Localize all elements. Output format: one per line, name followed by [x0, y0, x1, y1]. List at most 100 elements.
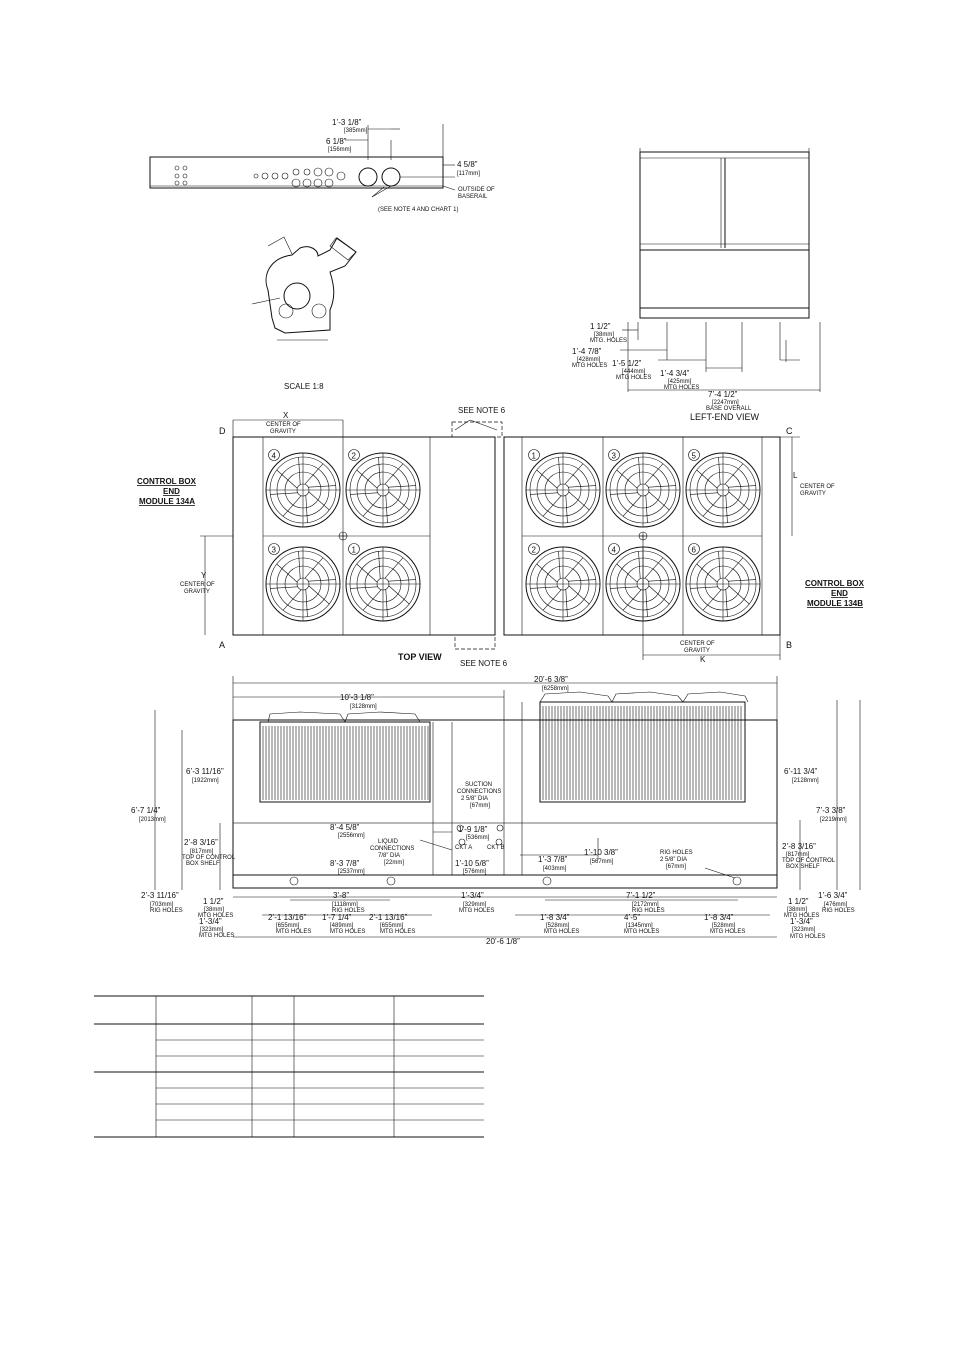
baserail-label: BASERAIL [458, 194, 488, 200]
top-view-title: TOP VIEW [398, 652, 442, 662]
d-8-3-mm: [2537mm] [338, 869, 365, 875]
b-1-7: 1’-7 1/4” [322, 913, 352, 922]
ckt-b: CKT B [487, 845, 505, 851]
fan-left-top-4: 4 [265, 449, 341, 528]
b-2-1-b-l: MTG HOLES [380, 929, 415, 935]
fan-number: 1 [532, 452, 537, 461]
suction-mm: [67mm] [470, 803, 490, 809]
side-view [154, 676, 861, 938]
fan-left-bottom-3: 3 [265, 543, 341, 622]
fan-number: 3 [612, 452, 617, 461]
b-4-5-mm: [1345mm] [626, 923, 653, 929]
d-1-10-3-8: 1’-10 3/8” [584, 848, 618, 857]
overall-top: 20’-6 3/8” [534, 675, 568, 684]
fan-right-top-1: 1 [525, 449, 601, 528]
b-r-1-3-4: 1’-3/4” [790, 917, 813, 926]
b-1-8-b: 1’-8 3/4” [704, 913, 734, 922]
rig-mm: [67mm] [666, 864, 686, 870]
le-d3l: MTG HOLES [616, 375, 651, 381]
see-note-6-bottom: SEE NOTE 6 [460, 659, 508, 668]
b-1-3-3-4-mm: [323mm] [200, 927, 224, 933]
d-8-4-mm: [2556mm] [338, 833, 365, 839]
fan-number-circle [348, 543, 360, 555]
d-1-3-7-8: 1’-3 7/8” [538, 855, 568, 864]
shelf-left: 2’-8 3/16” [184, 838, 218, 847]
liquid-1: LIQUID [378, 839, 399, 845]
l-cg-2: GRAVITY [800, 491, 826, 497]
panel-detail [149, 124, 456, 198]
liquid-3: 7/8” DIA [378, 853, 400, 859]
fan-number: 3 [272, 546, 277, 555]
l-cg-1: CENTER OF [800, 484, 835, 490]
h-right: 7’-3 3/8” [816, 806, 846, 815]
see-note-6-top: SEE NOTE 6 [458, 406, 506, 415]
k-cg-2: GRAVITY [684, 648, 710, 654]
b-r-1-1-2-l: MTG HOLES [784, 913, 819, 919]
fan-number-circle [528, 449, 540, 461]
fan-number: 4 [272, 452, 277, 461]
le-d4: 1’-4 3/4” [660, 369, 690, 378]
coil-fins [262, 706, 742, 800]
b-1-1-2-mm: [38mm] [204, 907, 224, 913]
liquid-mm: [22mm] [384, 860, 404, 866]
outside-of-label: OUTSIDE OF [458, 187, 495, 193]
fan-number: 4 [612, 546, 617, 555]
b-2-1-a-mm: [655mm] [276, 923, 300, 929]
y-cg-2: GRAVITY [184, 589, 210, 595]
le-d3: 1’-5 1/2” [612, 359, 642, 368]
b-2-1-b-mm: [655mm] [380, 923, 404, 929]
b-2-1-a-l: MTG HOLES [276, 929, 311, 935]
b-1-8-a-mm: [528mm] [546, 923, 570, 929]
dim-117mm: [117mm] [457, 171, 480, 177]
corner-d: D [219, 426, 226, 436]
le-d1mm: [38mm] [594, 332, 614, 338]
k-label: K [700, 655, 706, 664]
k-cg-1: CENTER OF [680, 641, 715, 647]
b-1-1-2: 1 1/2” [203, 897, 224, 906]
h-left-coil-mm: [1922mm] [192, 778, 219, 784]
b-1-8-b-mm: [528mm] [712, 923, 736, 929]
d-1-10-3-8-mm: [567mm] [590, 859, 614, 865]
b-1-8-a-l: MTG HOLES [544, 929, 579, 935]
see-note-4-label: (SEE NOTE 4 AND CHART 1) [378, 207, 458, 213]
dim-6-1-8: 6 1/8” [326, 137, 347, 146]
h-right-mm: [2219mm] [820, 817, 847, 823]
module-a-line-3: MODULE 134A [139, 497, 195, 506]
dim-385mm: [385mm] [344, 128, 368, 134]
overall-top-mm: [6258mm] [542, 686, 569, 692]
ckt-a: CKT A [455, 845, 472, 851]
corner-a: A [219, 640, 225, 650]
b-1-6-mm: [476mm] [824, 902, 848, 908]
shelf-left-l2: BOX SHELF [186, 861, 220, 867]
le-d4mm: [425mm] [668, 379, 692, 385]
overall-bottom: 20’-6 1/8” [486, 937, 520, 946]
b-r-1-3-4-l: MTG HOLES [790, 934, 825, 940]
left-end-title: LEFT-END VIEW [690, 412, 760, 422]
shelf-left-l1: TOP OF CONTROL [182, 855, 236, 861]
x-cg-2: GRAVITY [270, 429, 296, 435]
b-3-8: 3’-8” [333, 891, 349, 900]
x-cg-1: CENTER OF [266, 422, 301, 428]
b-2-3: 2’-3 11/16” [141, 891, 179, 900]
suction-2: CONNECTIONS [457, 789, 501, 795]
d-1-3-7-8-mm: [403mm] [543, 866, 567, 872]
b-1-1-2-l: MTG HOLES [198, 913, 233, 919]
dim-156mm: [156mm] [328, 147, 352, 153]
shelf-right: 2’-8 3/16” [782, 842, 816, 851]
d-1-10-5-8-mm: [576mm] [463, 869, 487, 875]
shelf-right-l2: BOX SHELF [786, 864, 820, 870]
fan-right-top-5: 5 [685, 449, 761, 528]
b-r-1-1-2-mm: [38mm] [787, 907, 807, 913]
le-d2mm: [428mm] [577, 357, 601, 363]
rig-1: RIG HOLES [660, 850, 693, 856]
le-d4l: MTG HOLES [664, 385, 699, 391]
module-b-line-3: MODULE 134B [807, 599, 863, 608]
fan-number: 2 [532, 546, 537, 555]
d-8-4: 8’-4 5/8” [330, 823, 360, 832]
h-left-mm: [2013mm] [139, 817, 166, 823]
b-3-8-l: RIG HOLES [332, 908, 365, 914]
le-d5: 7’-4 1/2” [708, 390, 738, 399]
module-b-line-1: CONTROL BOX [805, 579, 865, 588]
